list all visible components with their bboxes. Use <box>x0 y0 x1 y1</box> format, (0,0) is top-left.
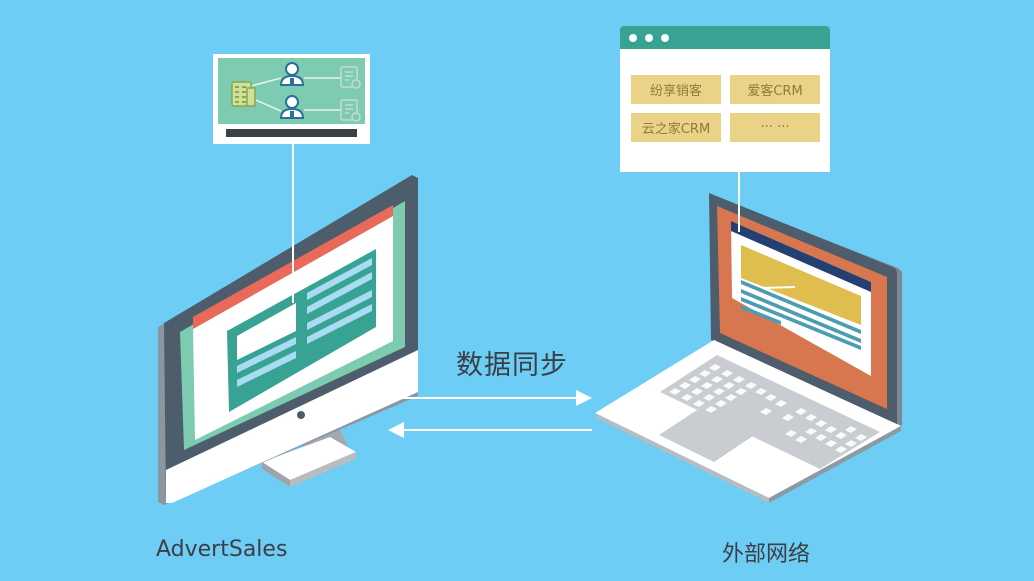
arrow-right-icon <box>388 390 592 406</box>
crm-item: ··· ··· <box>730 113 820 142</box>
document-clock-icon <box>340 99 361 122</box>
crm-window-callout: 纷享销客 爱客CRM 云之家CRM ··· ··· <box>620 26 830 172</box>
left-system-label: AdvertSales <box>156 537 288 562</box>
workflow-caption-bar <box>226 129 357 137</box>
window-dot-icon <box>645 33 653 42</box>
crm-list: 纷享销客 爱客CRM 云之家CRM ··· ··· <box>631 75 820 142</box>
crm-item: 爱客CRM <box>730 75 820 104</box>
desktop-monitor-icon <box>158 175 418 505</box>
window-title-bar <box>620 26 830 49</box>
crm-item: 云之家CRM <box>631 113 721 142</box>
laptop-icon <box>595 193 902 503</box>
window-dot-icon <box>661 33 669 42</box>
crm-item: 纷享销客 <box>631 75 721 104</box>
sync-label: 数据同步 <box>456 350 568 381</box>
document-clock-icon <box>340 66 361 89</box>
right-system-label: 外部网络 <box>722 542 811 567</box>
user-icon <box>279 62 305 86</box>
arrow-left-icon <box>388 422 592 438</box>
workflow-callout <box>213 54 370 144</box>
window-dot-icon <box>629 33 637 42</box>
workflow-panel <box>218 58 365 124</box>
building-icon <box>231 81 256 107</box>
user-icon <box>279 95 305 119</box>
